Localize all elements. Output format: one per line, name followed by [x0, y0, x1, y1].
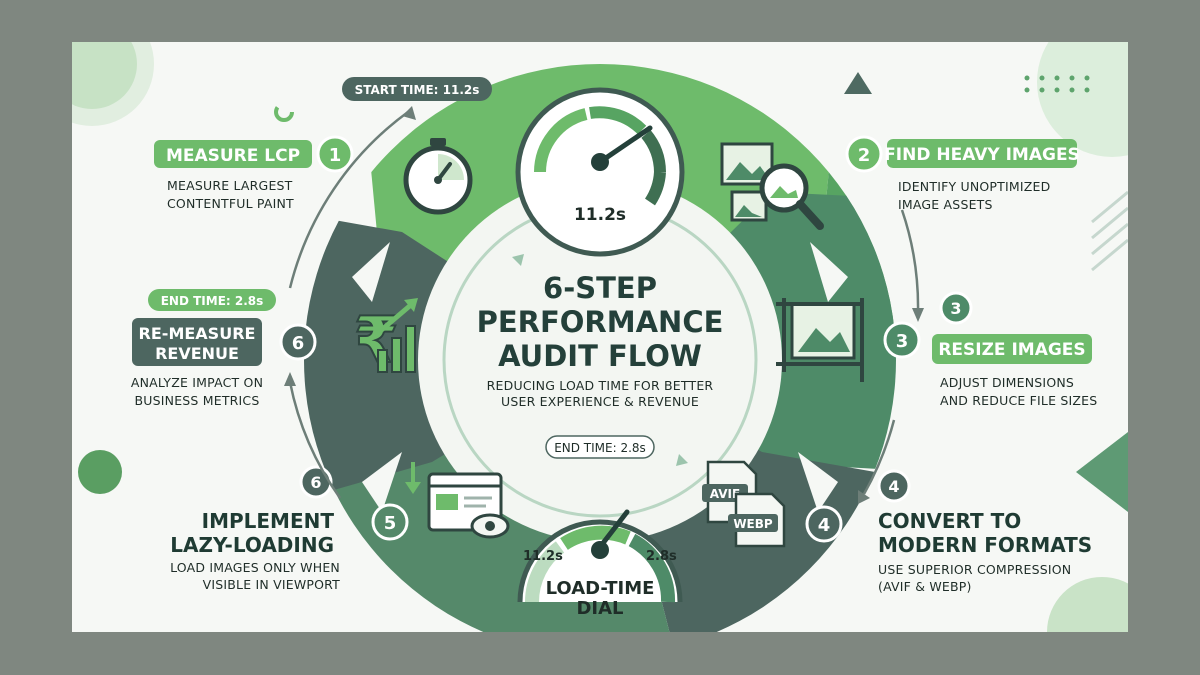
- step-3-desc-line2: AND REDUCE FILE SIZES: [940, 393, 1097, 408]
- rupee-growth-icon: ₹: [353, 298, 418, 379]
- center-subtitle-line2: USER EXPERIENCE & REVENUE: [501, 394, 699, 409]
- gauge-needle: [597, 125, 653, 165]
- step-3-number-badge: [883, 321, 921, 359]
- step-4: 4 4 CONVERT TO MODERN FORMATS USE SUPERI…: [805, 469, 1092, 594]
- svg-text:START TIME: 11.2s: START TIME: 11.2s: [355, 83, 480, 97]
- dial-right-label: 2.8s: [646, 549, 677, 564]
- segment-notches: [352, 242, 848, 512]
- center-title-line2: PERFORMANCE: [477, 305, 724, 339]
- webp-label: WEBP: [733, 517, 773, 531]
- dial-caption-line2: DIAL: [576, 598, 623, 619]
- svg-text:1: 1: [329, 145, 342, 166]
- step-6: END TIME: 2.8s RE-MEASURE REVENUE 6 ANAL…: [131, 289, 317, 408]
- top-speed-gauge: 11.2s: [515, 87, 685, 257]
- infographic-card: 6-STEP PERFORMANCE AUDIT FLOW REDUCING L…: [72, 42, 1128, 632]
- step-2-label-pill: [887, 139, 1077, 168]
- flow-arrow-start: [288, 110, 409, 289]
- dial-needle: [597, 509, 630, 550]
- image-resize-icon: [776, 298, 864, 382]
- flow-arrowhead: [402, 106, 416, 120]
- corner-decor-circle: [1047, 577, 1128, 632]
- decor-ring: [274, 102, 294, 122]
- svg-text:4: 4: [888, 477, 899, 496]
- dial-caption-line1: LOAD-TIME: [546, 578, 655, 599]
- step-3-title: RESIZE IMAGES: [938, 340, 1085, 360]
- step-1-label-pill: [154, 140, 312, 168]
- step-1-desc-line2: CONTENTFUL PAINT: [167, 196, 294, 211]
- decor-stripes: [1091, 190, 1128, 272]
- step-1-number-badge: [316, 135, 354, 173]
- decor-dot-grid: [1024, 75, 1090, 93]
- end-time-badge-center: END TIME: 2.8s: [545, 435, 655, 459]
- step-4-connector-badge: [877, 469, 911, 503]
- audit-flow-diagram: 6-STEP PERFORMANCE AUDIT FLOW REDUCING L…: [72, 42, 1128, 632]
- end-time-badge-left: [148, 289, 276, 311]
- decor-dot: [78, 450, 122, 494]
- flow-arrow-5-6: [288, 381, 342, 499]
- step-2-desc-line2: IMAGE ASSETS: [898, 197, 993, 212]
- step-4-desc-line1: USE SUPERIOR COMPRESSION: [878, 562, 1071, 577]
- center-disc: [418, 178, 782, 542]
- step-1: MEASURE LCP 1 MEASURE LARGEST CONTENTFUL…: [154, 135, 354, 211]
- lazy-load-browser-icon: [405, 462, 510, 539]
- svg-text:6: 6: [310, 473, 321, 492]
- step-5-desc-line1: LOAD IMAGES ONLY WHEN: [170, 560, 340, 575]
- step-5-desc-line2: VISIBLE IN VIEWPORT: [203, 577, 341, 592]
- svg-text:3: 3: [896, 331, 909, 352]
- decor-triangle: [844, 72, 872, 94]
- image-search-icon: [720, 142, 824, 230]
- flow-arrow-3-4: [862, 419, 896, 495]
- svg-text:END TIME: 2.8s: END TIME: 2.8s: [161, 294, 264, 308]
- svg-text:END TIME: 2.8s: END TIME: 2.8s: [554, 441, 646, 455]
- decor-triangle: [1076, 432, 1128, 512]
- corner-decor-circle: [72, 42, 137, 109]
- step-6-number-badge: [279, 323, 317, 361]
- flow-arrow-2-3: [900, 209, 920, 313]
- step-5-title-line1: IMPLEMENT: [202, 509, 335, 533]
- file-formats-icon: AVIF WEBP: [702, 460, 786, 548]
- dial-left-label: 11.2s: [523, 549, 563, 564]
- center-title-line1: 6-STEP: [543, 271, 657, 305]
- step-2-title: FIND HEAVY IMAGES: [884, 145, 1080, 165]
- center-title-line3: AUDIT FLOW: [498, 339, 702, 373]
- svg-text:5: 5: [384, 513, 397, 534]
- avif-label: AVIF: [710, 487, 740, 501]
- start-time-badge: START TIME: 11.2s: [342, 77, 492, 101]
- svg-text:6: 6: [292, 333, 305, 354]
- step-4-title-line1: CONVERT TO: [878, 509, 1021, 533]
- stopwatch-icon: [403, 138, 473, 215]
- svg-text:3: 3: [950, 299, 961, 318]
- step-3-label-pill: [932, 334, 1092, 364]
- step-6-title-line2: REVENUE: [155, 344, 239, 363]
- step-5-number-badge: [371, 503, 409, 541]
- top-gauge-value: 11.2s: [574, 205, 626, 225]
- step-2-number-badge: [845, 135, 883, 173]
- svg-text:2: 2: [858, 145, 871, 166]
- step-1-desc-line1: MEASURE LARGEST: [167, 178, 293, 193]
- step-5-title-line2: LAZY-LOADING: [170, 533, 334, 557]
- step-2-desc-line1: IDENTIFY UNOPTIMIZED: [898, 179, 1050, 194]
- step-4-title-line2: MODERN FORMATS: [878, 533, 1092, 557]
- step-3-desc-line1: ADJUST DIMENSIONS: [940, 375, 1074, 390]
- svg-text:4: 4: [818, 515, 831, 536]
- step-6-desc-line2: BUSINESS METRICS: [135, 393, 260, 408]
- center-subtitle-line1: REDUCING LOAD TIME FOR BETTER: [487, 378, 714, 393]
- bottom-load-time-dial: 11.2s 2.8s LOAD-TIME DIAL: [517, 509, 683, 619]
- arc-arrow: [512, 254, 524, 266]
- step-6-title-line1: RE-MEASURE: [139, 324, 256, 343]
- step-4-desc-line2: (AVIF & WEBP): [878, 579, 972, 594]
- step-1-title: MEASURE LCP: [166, 146, 300, 166]
- step-6-label-pill: [132, 318, 262, 366]
- arc-arrow: [676, 454, 688, 466]
- step-2: 2 FIND HEAVY IMAGES IDENTIFY UNOPTIMIZED…: [845, 135, 1080, 212]
- corner-decor-circle: [1037, 42, 1128, 157]
- step-6-desc-line1: ANALYZE IMPACT ON: [131, 375, 263, 390]
- step-4-number-badge: [805, 505, 843, 543]
- step-3: 3 3 RESIZE IMAGES ADJUST DIMENSIONS AND …: [883, 291, 1097, 408]
- extra-number-badge-3: [939, 291, 973, 325]
